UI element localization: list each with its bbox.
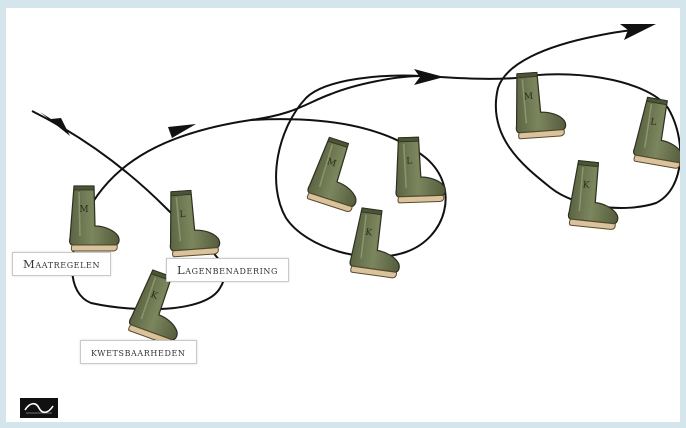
boot-letter-m: M	[79, 205, 88, 215]
boot-letter-l: L	[649, 117, 657, 128]
slide: M L K M L K M L K Maatregelen Lagenbenad…	[6, 8, 680, 422]
boot-m-1: M	[68, 185, 120, 252]
boot-letter-m: M	[326, 157, 338, 169]
arrowheads	[40, 24, 656, 138]
boot-letter-l: L	[179, 210, 186, 220]
arrowhead-2	[414, 69, 444, 85]
boot-k-1: K	[125, 267, 196, 348]
arrowhead-start	[40, 112, 70, 136]
boot-letter-k: K	[582, 180, 590, 191]
boot-letter-m: M	[524, 92, 534, 103]
boot-l-3: L	[631, 95, 680, 170]
boot-m-3: M	[511, 69, 568, 140]
label-lagenbenadering: Lagenbenadering	[166, 258, 289, 282]
boot-letter-l: L	[406, 156, 412, 166]
arrowhead-1	[168, 124, 196, 138]
boot-k-3: K	[566, 159, 625, 231]
cycle-diagram: M L K M L K M L K	[31, 24, 680, 348]
boot-l-1: L	[165, 187, 222, 258]
organization-logo-icon	[20, 398, 58, 418]
boot-l-2: L	[393, 135, 447, 204]
label-maatregelen: Maatregelen	[12, 252, 112, 276]
label-kwetsbaarheden: kwetsbaarheden	[80, 340, 197, 364]
boot-m-2: M	[304, 135, 373, 214]
boot-letter-k: K	[149, 290, 159, 302]
boot-k-2: K	[347, 206, 408, 280]
arrowhead-end	[620, 24, 656, 40]
boot-letter-k: K	[365, 228, 373, 239]
